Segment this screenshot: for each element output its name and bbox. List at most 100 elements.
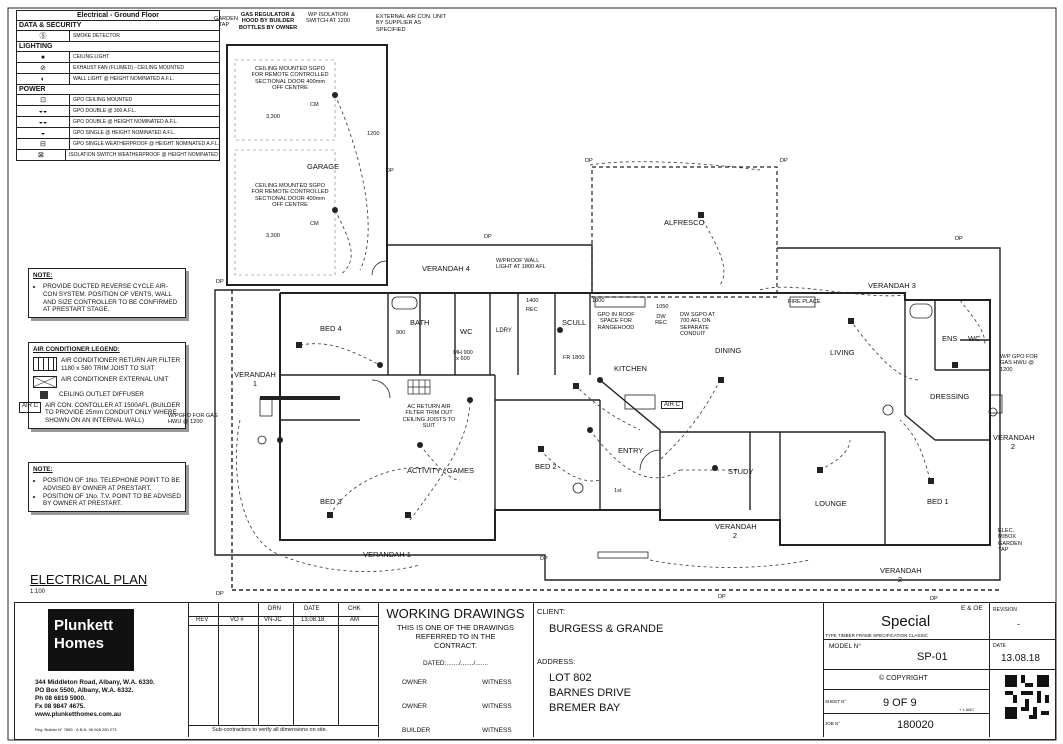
aircon-legend-row: CEILING OUTLET DIFFUSER	[33, 390, 181, 399]
subcontractor-note: Sub-contractors to verify all dimensions…	[212, 727, 328, 733]
stair-first-label: 1st	[614, 488, 622, 494]
aircon-legend-label: AIR CON. CONTOLLER AT 1500AFL (BUILDER T…	[45, 401, 181, 425]
external-aircon-note: EXTERNAL AIR CON. UNIT BY SUPPLIER AS SP…	[376, 14, 446, 33]
address-line: www.plunketthomes.com.au	[35, 711, 122, 718]
dim-1400: 1400	[526, 298, 539, 304]
checked-by: AM	[350, 617, 359, 623]
room-activity-games: ACTIVITY / GAMES	[407, 466, 474, 475]
aircon-legend: AIR CONDITIONER LEGEND: AIR CONDITIONER …	[19, 342, 186, 430]
working-drawings-panel: WORKING DRAWINGS THIS IS ONE OF THE DRAW…	[378, 603, 534, 737]
room-wc: WC	[460, 327, 473, 336]
room-bed-1: BED 1	[927, 497, 949, 506]
address-label: ADDRESS:	[537, 657, 576, 666]
electrical-legend: Electrical - Ground Floor DATA & SECURIT…	[16, 10, 220, 161]
site-address: LOT 802 BARNES DRIVE BREMER BAY	[549, 671, 631, 716]
revision-table: REV VO # DRN DATE CHK VN-JC 13.08.18 AM …	[188, 603, 379, 737]
address-line: 344 Middleton Road, Albany, W.A. 6330.	[35, 679, 155, 686]
note-aircon-system: NOTE: PROVIDE DUCTED REVERSE CYCLE AIR-C…	[28, 268, 186, 319]
sheet-note: + 1 ANC	[959, 707, 975, 712]
gas-regulator-note: GAS REGULATOR & HOOD BY BUILDER BOTTLES …	[238, 12, 298, 31]
working-drawings-subtitle: THIS IS ONE OF THE DRAWINGS REFERRED TO …	[396, 623, 515, 650]
drawing-info-panel: E & OE Special TYPE TIMBER FRAME SPECIFI…	[823, 603, 990, 737]
builder-label: BUILDER	[402, 727, 431, 734]
downpipe-label: DP	[216, 279, 224, 285]
gpo-single-icon: ◒	[17, 128, 70, 138]
legend-row-label: SMOKE DETECTOR	[73, 33, 120, 39]
room-bed-2: BED 2	[535, 462, 557, 471]
working-drawings-title: WORKING DRAWINGS	[386, 606, 525, 621]
sgpo-note: CEILING MOUNTED SGPO FOR REMOTE CONTROLL…	[251, 183, 329, 209]
elec-meter-box-note: ELEC. M/BOX GARDEN TAP	[998, 528, 1022, 554]
rev-header: REV	[196, 617, 209, 623]
gpo-ceiling-icon: ⊡	[17, 95, 70, 105]
smoke-detector-icon: Ⓢ	[17, 31, 70, 41]
legend-row-label: ISOLATION SWITCH WEATHERPROOF @ HEIGHT N…	[68, 152, 219, 158]
note-item: POSITION OF 1No. T.V. POINT TO BE ADVISE…	[43, 493, 181, 509]
job-number: 180020	[897, 719, 934, 731]
legend-row-label: GPO CEILING MOUNTED	[73, 97, 133, 103]
site-address-line: BREMER BAY	[549, 702, 621, 714]
address-line: Ph 08 6819 5900.	[35, 695, 86, 702]
wp-isolation-note: WP ISOLATION SWITCH AT 1200	[306, 12, 350, 25]
room-bed-4: BED 4	[320, 324, 342, 333]
company-logo: Plunkett Homes	[48, 609, 134, 671]
qr-code-icon	[1005, 675, 1049, 719]
note-heading: NOTE:	[33, 272, 53, 279]
legend-row: ⊠ISOLATION SWITCH WEATHERPROOF @ HEIGHT …	[17, 150, 219, 160]
company-address: 344 Middleton Road, Albany, W.A. 6330. P…	[35, 679, 155, 719]
aircon-legend-row: AIR CONDITIONER RETURN AIR FILTER 1180 x…	[33, 356, 181, 373]
legend-section-lighting: LIGHTING	[17, 42, 219, 52]
room-study: STUDY	[728, 467, 754, 476]
legend-row: ◒◒GPO DOUBLE @ 300 A.F.L.	[17, 106, 219, 117]
client-panel: CLIENT: BURGESS & GRANDE ADDRESS: LOT 80…	[533, 603, 824, 737]
isolation-switch-icon: ⊠	[17, 150, 66, 160]
legend-title: Electrical - Ground Floor	[17, 11, 219, 21]
ac-return-note: AC RETURN AIR FILTER TRIM OUT CEILING JO…	[402, 404, 456, 430]
room-alfresco: ALFRESCO	[664, 218, 705, 227]
model-number: SP-01	[917, 651, 948, 663]
aircon-legend-label: AIR CONDITIONER RETURN AIR FILTER 1180 x…	[61, 356, 181, 372]
return-air-grid	[407, 379, 431, 395]
legend-row-label: WALL LIGHT @ HEIGHT NOMINATED A.F.L.	[73, 76, 174, 82]
eoe-label: E & OE	[961, 605, 983, 612]
room-garage: GARAGE	[307, 162, 340, 171]
exhaust-fan-icon: ⊘	[17, 63, 70, 73]
room-entry: ENTRY	[618, 446, 644, 455]
drawing-date: 13.08.18	[1001, 653, 1040, 664]
date-header: DATE	[304, 606, 320, 612]
rangehood-gpo-note: GPO IN ROOF SPACE FOR RANGEHOOD	[597, 312, 635, 331]
gpo-double-icon: ◒◒	[17, 117, 70, 127]
downpipe-label: DP	[540, 556, 548, 562]
legend-row-label: CEILING LIGHT	[73, 54, 110, 60]
dated-line: DATED:......./......./.......	[423, 660, 488, 667]
plan-title: ELECTRICAL PLAN	[30, 572, 148, 587]
fridge-label: FR 1800	[563, 355, 585, 361]
plan-scale: 1:100	[30, 589, 46, 595]
owner-label: OWNER	[402, 703, 427, 710]
downpipe-label: DP	[386, 168, 394, 174]
alfresco-outline	[591, 166, 778, 298]
aircon-legend-label: CEILING OUTLET DIFFUSER	[59, 390, 144, 398]
room-bed-3: BED 3	[320, 497, 342, 506]
aircon-legend-heading: AIR CONDITIONER LEGEND:	[33, 346, 120, 353]
client-name: BURGESS & GRANDE	[549, 623, 664, 635]
house-design-name: Special	[881, 613, 931, 630]
legend-row: ◒◒GPO DOUBLE @ HEIGHT NOMINATED A.F.L.	[17, 117, 219, 128]
drn-header: DRN	[268, 606, 281, 612]
room-ldry: LDRY	[496, 328, 512, 334]
room-verandah-2: VERANDAH 2	[993, 433, 1035, 451]
dim-900: 900	[396, 330, 406, 336]
witness-label: WITNESS	[482, 679, 512, 686]
legend-row-label: GPO SINGLE @ HEIGHT NOMINATED A.F.L.	[73, 130, 176, 136]
job-label: JOB N°	[825, 721, 841, 726]
room-wc: WC	[968, 334, 981, 343]
room-kitchen: KITCHEN	[614, 364, 647, 373]
cm-label: CM	[310, 221, 319, 227]
ceiling-light-icon: ●	[17, 52, 70, 62]
aircon-controller-icon: AIR C	[19, 401, 42, 413]
room-verandah-2: VERANDAH 2	[880, 566, 922, 584]
revision-panel: REVISION - DATE 13.08.18	[989, 603, 1055, 737]
legend-row: ⊘EXHAUST FAN (FLUMED) - CEILING MOUNTED	[17, 63, 219, 74]
date-label: DATE	[993, 643, 1006, 649]
